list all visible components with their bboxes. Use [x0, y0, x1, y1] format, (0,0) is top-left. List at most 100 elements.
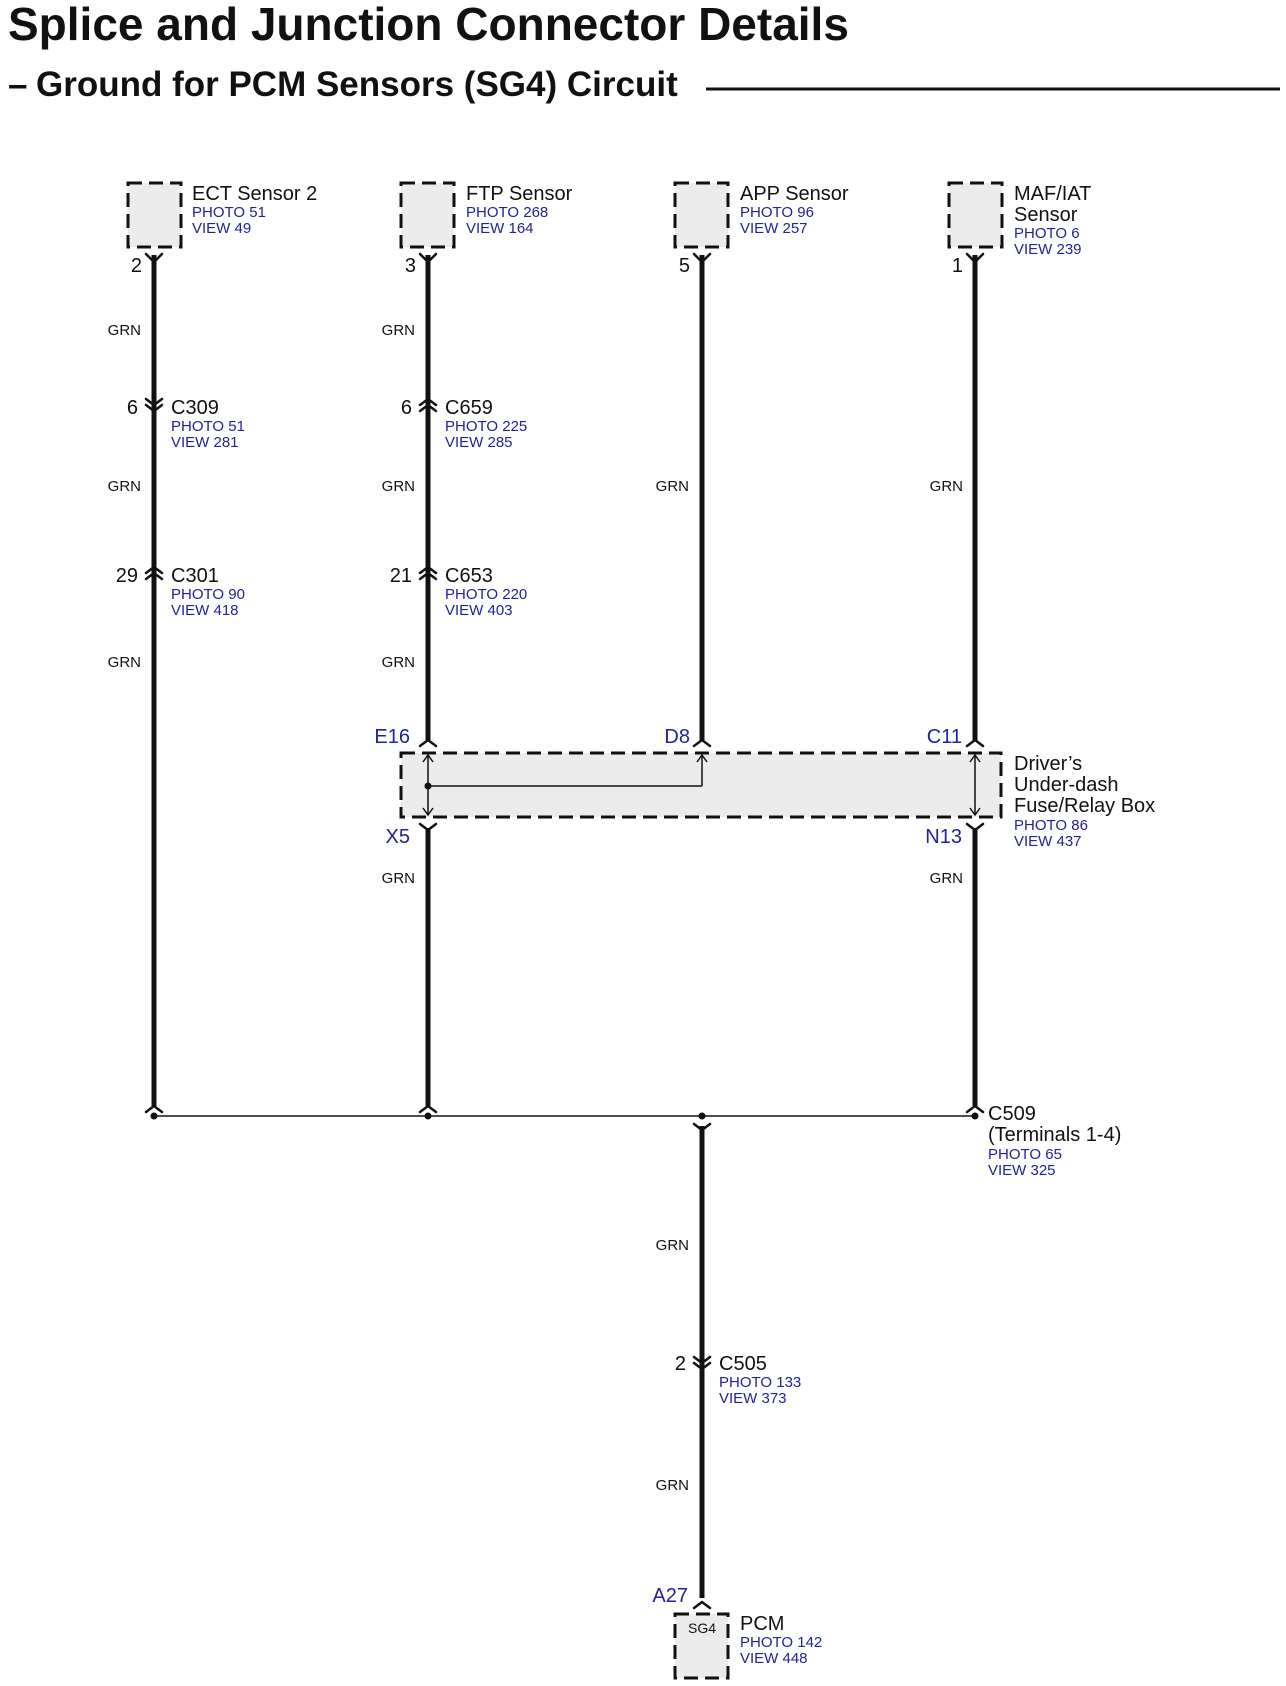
c509-photo: PHOTO 65 [988, 1146, 1062, 1163]
app-sensor-label: APP Sensor [740, 183, 849, 205]
pcm-view: VIEW 448 [740, 1650, 808, 1667]
ect-sensor-view: VIEW 49 [192, 220, 251, 237]
fuse-relay-box [399, 751, 1003, 819]
maf-sensor-pin: 1 [952, 255, 963, 277]
c509-junction-dot [698, 1112, 706, 1120]
c659-photo: PHOTO 225 [445, 418, 527, 435]
pcm-pin-symbol [692, 1600, 712, 1610]
pcm-box [673, 1612, 730, 1680]
c309-photo: PHOTO 51 [171, 418, 245, 435]
maf-sensor-photo: PHOTO 6 [1014, 225, 1080, 242]
c505-label: C505 [719, 1353, 767, 1375]
c301-photo: PHOTO 90 [171, 586, 245, 603]
fuse-box-label-3: Fuse/Relay Box [1014, 795, 1155, 817]
pcm-terminal-label: SG4 [688, 1620, 716, 1636]
maf-sensor-label-1: MAF/IAT [1014, 183, 1091, 205]
fuse-box-junction-dot [424, 782, 432, 790]
maf-pin-symbol [965, 252, 985, 264]
c505-view: VIEW 373 [719, 1390, 787, 1407]
wire-color-label: GRN [930, 478, 963, 495]
c301-view: VIEW 418 [171, 602, 239, 619]
ect-sensor-box [126, 181, 183, 249]
ftp-pin-symbol [418, 252, 438, 264]
fuse-box-internal-arrow [969, 753, 981, 817]
fuse-box-view: VIEW 437 [1014, 833, 1082, 850]
c653-pin: 21 [390, 565, 412, 587]
ect-sensor-photo: PHOTO 51 [192, 204, 266, 221]
c309-view: VIEW 281 [171, 434, 239, 451]
c301-connector-symbol [144, 565, 164, 581]
x5-terminal-symbol [418, 822, 438, 832]
d8-terminal-symbol [692, 738, 712, 748]
wire-color-label: GRN [108, 322, 141, 339]
c509-junction-dot [971, 1112, 979, 1120]
ftp-sensor-label: FTP Sensor [466, 183, 573, 205]
maf-sensor-view: VIEW 239 [1014, 241, 1082, 258]
c509-junction-dot [150, 1112, 158, 1120]
fuse-box-label-1: Driver’s [1014, 753, 1082, 775]
wire-color-label: GRN [382, 870, 415, 887]
c653-connector-symbol [418, 565, 438, 581]
page-title: Splice and Junction Connector Details [8, 0, 849, 50]
fuse-box-internal-arrow [696, 753, 708, 763]
c301-pin: 29 [116, 565, 138, 587]
ftp-sensor-pin: 3 [405, 255, 416, 277]
subtitle-dash: – [8, 65, 27, 104]
c505-pin: 2 [675, 1353, 686, 1375]
c509-junction-dot [424, 1112, 432, 1120]
c11-terminal-symbol [965, 738, 985, 748]
c505-photo: PHOTO 133 [719, 1374, 801, 1391]
fuse-box-pin-c11: C11 [927, 726, 962, 748]
ect-sensor-pin: 2 [131, 255, 142, 277]
c301-label: C301 [171, 565, 219, 587]
c509-terminal-symbol [692, 1122, 712, 1132]
fuse-box-pin-d8: D8 [664, 726, 690, 748]
wire-color-label: GRN [108, 654, 141, 671]
c509-terminal-symbol [418, 1104, 438, 1114]
pcm-pin: A27 [652, 1585, 688, 1607]
c309-pin: 6 [127, 397, 138, 419]
ect-sensor-label: ECT Sensor 2 [192, 183, 317, 205]
c509-view: VIEW 325 [988, 1162, 1056, 1179]
pcm-photo: PHOTO 142 [740, 1634, 822, 1651]
fuse-box-pin-n13: N13 [925, 826, 962, 848]
wire-color-label: GRN [108, 478, 141, 495]
fuse-box-pin-x5: X5 [386, 826, 410, 848]
fuse-box-label-2: Under-dash [1014, 774, 1119, 796]
c509-label: C509 [988, 1103, 1036, 1125]
c659-pin: 6 [401, 397, 412, 419]
app-sensor-box [673, 181, 730, 249]
ftp-sensor-view: VIEW 164 [466, 220, 534, 237]
wire-color-label: GRN [656, 1237, 689, 1254]
maf-sensor-box [947, 181, 1004, 249]
c309-label: C309 [171, 397, 219, 419]
c653-label: C653 [445, 565, 493, 587]
e16-terminal-symbol [418, 738, 438, 748]
fuse-box-pin-e16: E16 [374, 726, 410, 748]
c653-view: VIEW 403 [445, 602, 513, 619]
app-pin-symbol [692, 252, 712, 264]
wire-color-label: GRN [382, 654, 415, 671]
fuse-box-internal-arrow [422, 753, 434, 817]
wire-color-label: GRN [656, 478, 689, 495]
app-sensor-pin: 5 [679, 255, 690, 277]
c509-terminal-symbol [965, 1104, 985, 1114]
n13-terminal-symbol [965, 822, 985, 832]
page-subtitle: Ground for PCM Sensors (SG4) Circuit [36, 65, 678, 104]
c509-terminal-symbol [144, 1104, 164, 1114]
ect-pin-symbol [144, 252, 164, 264]
c659-label: C659 [445, 397, 493, 419]
wire-color-label: GRN [930, 870, 963, 887]
fuse-box-photo: PHOTO 86 [1014, 817, 1088, 834]
ftp-sensor-photo: PHOTO 268 [466, 204, 548, 221]
ftp-sensor-box [399, 181, 456, 249]
c659-view: VIEW 285 [445, 434, 513, 451]
app-sensor-view: VIEW 257 [740, 220, 808, 237]
c309-connector-symbol [144, 397, 164, 413]
c659-connector-symbol [418, 397, 438, 413]
wire-color-label: GRN [382, 478, 415, 495]
maf-sensor-label-2: Sensor [1014, 204, 1078, 226]
c509-terminals: (Terminals 1-4) [988, 1124, 1121, 1146]
c653-photo: PHOTO 220 [445, 586, 527, 603]
